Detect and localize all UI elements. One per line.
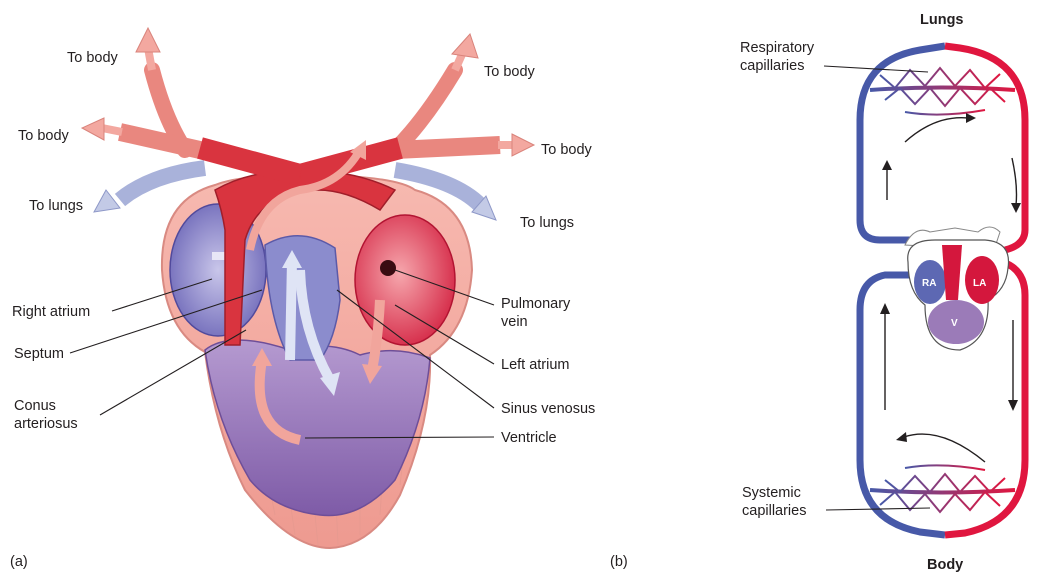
label-pulmonary-line1: Pulmonary — [501, 296, 571, 312]
to-body-arrow-top-right — [395, 34, 478, 150]
label-to-body-mid-right: To body — [541, 142, 593, 158]
label-right-atrium: Right atrium — [12, 304, 90, 320]
label-pulmonary-line2: vein — [501, 314, 528, 330]
pulmonary-vein-opening — [380, 260, 396, 276]
arterial-arch-left — [200, 148, 300, 175]
chamber-v: V — [951, 318, 958, 329]
panel-b-letter: (b) — [610, 554, 628, 570]
label-sinus-venosus: Sinus venosus — [501, 401, 595, 417]
small-heart: RA LA V — [905, 227, 1009, 350]
label-conus-line1: Conus — [14, 398, 56, 414]
label-lungs: Lungs — [920, 12, 964, 28]
chamber-la: LA — [973, 278, 986, 289]
pulmonary-circuit-right — [945, 46, 1025, 250]
panel-b: RA LA V Lungs Body Respiratory capillari… — [610, 12, 1025, 573]
label-to-lungs-left: To lungs — [29, 198, 83, 214]
label-systemic-line1: Systemic — [742, 485, 801, 501]
right-atrium-valve — [212, 252, 226, 260]
label-ventricle: Ventricle — [501, 430, 557, 446]
label-respiratory-line1: Respiratory — [740, 40, 815, 56]
label-body: Body — [927, 557, 963, 573]
label-systemic-line2: capillaries — [742, 503, 806, 519]
pulmonary-circuit-left — [860, 46, 945, 240]
label-respiratory-line2: capillaries — [740, 58, 804, 74]
systemic-capillary-bed — [870, 465, 1015, 512]
panel-a-letter: (a) — [10, 554, 28, 570]
panel-a: To body To body To lungs To body To body… — [10, 28, 595, 570]
label-to-body-top-right: To body — [484, 64, 536, 80]
label-to-body-top-left: To body — [67, 50, 119, 66]
left-atrium — [355, 215, 455, 345]
respiratory-capillary-bed — [870, 68, 1015, 115]
label-conus-line2: arteriosus — [14, 416, 78, 432]
label-left-atrium: Left atrium — [501, 357, 570, 373]
label-to-lungs-right: To lungs — [520, 215, 574, 231]
label-septum: Septum — [14, 346, 64, 362]
chamber-ra: RA — [922, 278, 936, 289]
label-to-body-mid-left: To body — [18, 128, 70, 144]
